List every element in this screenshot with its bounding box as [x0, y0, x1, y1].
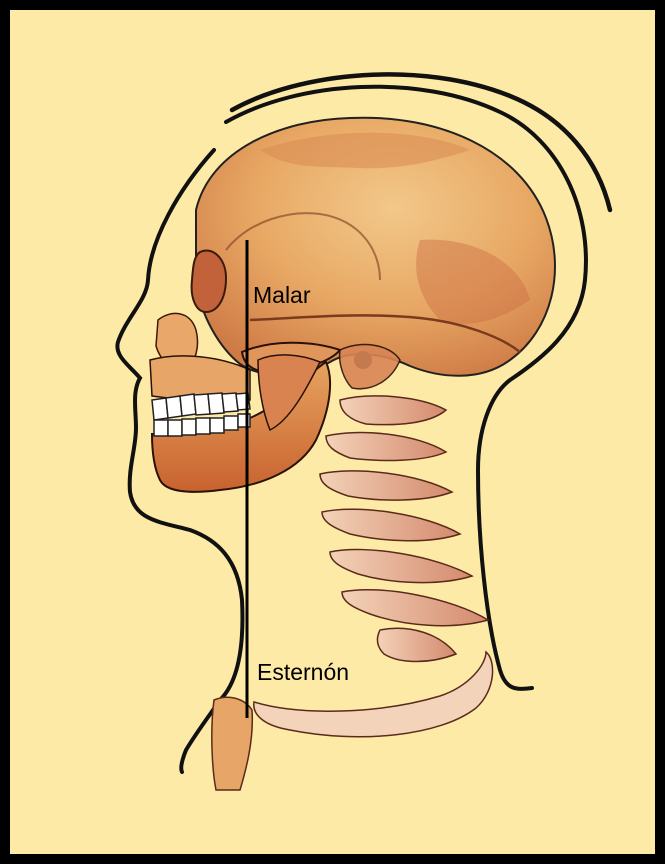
cervical-spine [320, 396, 488, 662]
label-malar: Malar [253, 284, 311, 307]
label-esternon: Esternón [257, 661, 349, 684]
teeth [152, 393, 250, 436]
mastoid [340, 345, 400, 389]
eye-socket [192, 250, 226, 312]
